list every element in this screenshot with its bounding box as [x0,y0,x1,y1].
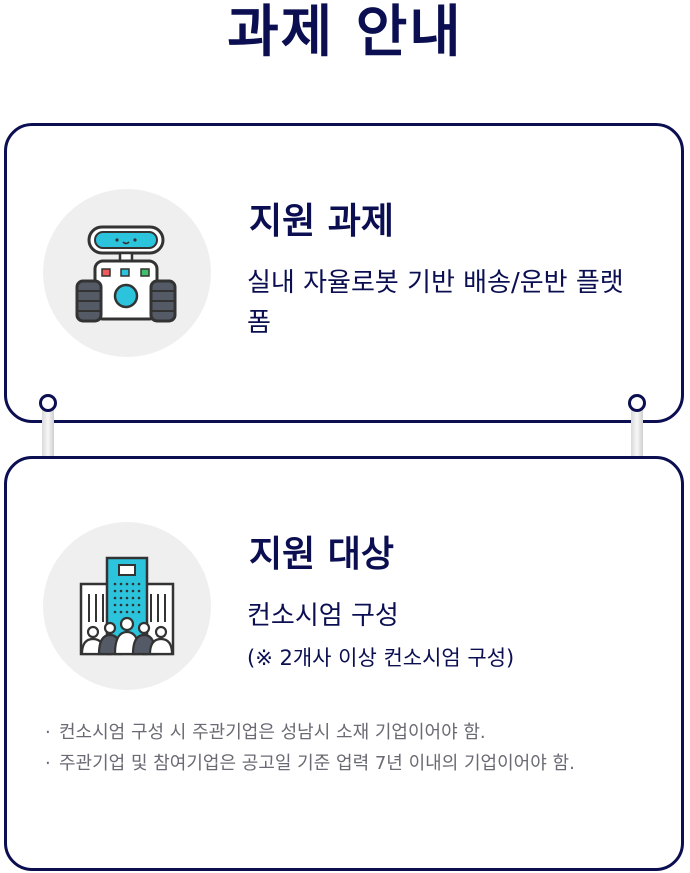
building-icon-circle [43,522,211,690]
page-title: 과제 안내 [227,0,463,65]
note-item: 컨소시엄 구성 시 주관기업은 성남시 소재 기업이어야 함. [45,717,665,748]
note-item: 주관기업 및 참여기업은 공고일 기준 업력 7년 이내의 기업이어야 함. [45,748,665,779]
robot-icon [75,225,177,323]
support-task-card: 지원 과제 실내 자율로봇 기반 배송/운반 플랫폼 [4,123,684,423]
notes-list: 컨소시엄 구성 시 주관기업은 성남시 소재 기업이어야 함. 주관기업 및 참… [45,717,665,779]
support-target-description: 컨소시엄 구성 [247,601,399,631]
support-task-heading: 지원 과제 [247,201,397,242]
robot-icon-circle [43,189,211,357]
building-people-icon [79,556,175,656]
support-target-subnote: (※ 2개사 이상 컨소시엄 구성) [247,646,515,670]
support-target-heading: 지원 대상 [247,534,397,575]
support-target-card: 지원 대상 컨소시엄 구성 (※ 2개사 이상 컨소시엄 구성) 컨소시엄 구성… [4,456,684,871]
support-task-description: 실내 자율로봇 기반 배송/운반 플랫폼 [247,268,624,338]
